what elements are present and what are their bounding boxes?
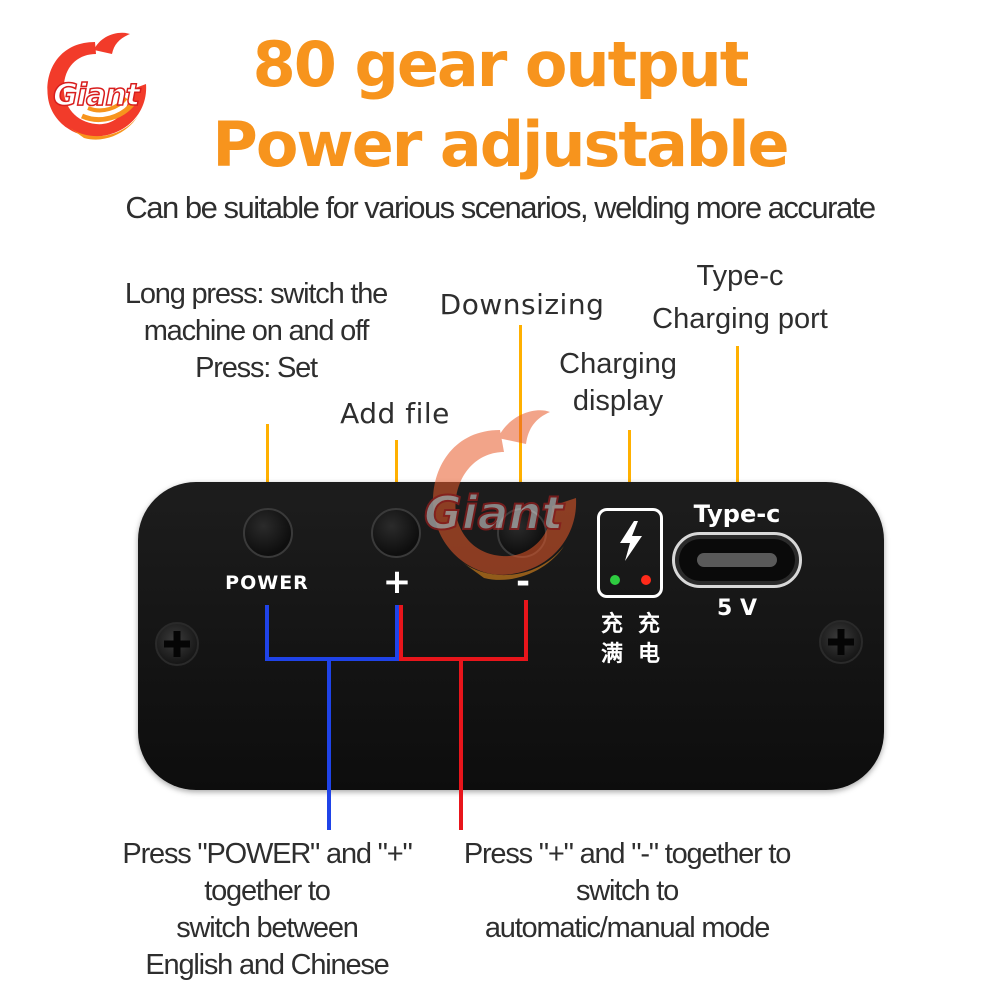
voltage-label: 5 V (717, 596, 757, 621)
power-button[interactable] (243, 508, 293, 558)
power-label: POWER (225, 572, 309, 594)
combo-blue-line: Press "POWER" and "+" (122, 838, 412, 870)
callout-power: Long press: switch the machine on and of… (96, 276, 416, 387)
charge-full-text-2: 满 (600, 642, 623, 667)
charging-indicator (597, 508, 663, 598)
callout-typec-line: Type-c (696, 260, 784, 292)
charging-text-1: 充 (637, 612, 660, 637)
plus-button[interactable] (371, 508, 421, 558)
red-wire-minus-drop (524, 600, 528, 661)
callout-line-power (266, 424, 269, 526)
callout-typec-line: Charging port (652, 303, 828, 335)
callout-line-typec (736, 346, 739, 538)
screw-left (155, 622, 199, 666)
red-wire-down (459, 657, 463, 830)
callout-charging-line: Charging (559, 348, 677, 380)
logo-text: Giant (52, 77, 140, 114)
red-wire-bridge (399, 657, 528, 661)
blue-wire-down (327, 657, 331, 830)
headline-line2: Power adjustable (212, 108, 789, 181)
subtitle: Can be suitable for various scenarios, w… (125, 190, 876, 225)
combo-blue-line: together to (204, 875, 331, 907)
callout-typec-port: Type-c Charging port (630, 255, 850, 341)
callout-charging-display: Charging display (528, 346, 708, 420)
blue-wire-power-drop (265, 605, 269, 661)
brand-logo: Giant (30, 20, 160, 150)
red-wire-plus-drop (399, 605, 403, 661)
combo-blue-line: switch between (176, 912, 359, 944)
combo-red-line: Press "+" and "-" together to (463, 838, 792, 870)
callout-add-file: Add file (300, 395, 490, 432)
plus-label: + (382, 562, 412, 602)
blue-wire-plus-drop (395, 605, 399, 661)
screw-right (819, 620, 863, 664)
callout-charging-line: display (572, 385, 664, 417)
watermark-text: Giant (423, 485, 564, 541)
logo-watermark: Giant (400, 390, 600, 615)
combo-red-line: switch to (575, 875, 679, 907)
blue-wire-bridge (265, 657, 399, 661)
combo-red-line: automatic/manual mode (484, 912, 771, 944)
callout-add-line: Add file (340, 397, 450, 430)
combo-blue-line: English and Chinese (145, 949, 389, 981)
combo-red-label: Press "+" and "-" together to switch to … (432, 836, 822, 947)
lightning-bolt-icon (620, 521, 642, 561)
callout-power-line: Long press: switch the (124, 278, 388, 310)
charge-full-text-1: 充 (600, 612, 623, 637)
charge-full-led (610, 575, 620, 585)
whale-watermark-icon (433, 410, 577, 580)
callout-line-charging (628, 430, 631, 532)
headline-line1: 80 gear output (252, 28, 750, 101)
usb-c-tongue (697, 553, 777, 567)
combo-blue-label: Press "POWER" and "+" together to switch… (92, 836, 442, 984)
charging-text-2: 电 (637, 642, 660, 667)
callout-downsizing: Downsizing (412, 286, 632, 323)
whale-logo-icon (47, 32, 147, 140)
callout-down-line: Downsizing (439, 288, 605, 321)
typec-label: Type-c (693, 500, 781, 528)
callout-power-line: Press: Set (195, 352, 318, 384)
charging-led (641, 575, 651, 585)
callout-power-line: machine on and off (143, 315, 370, 347)
